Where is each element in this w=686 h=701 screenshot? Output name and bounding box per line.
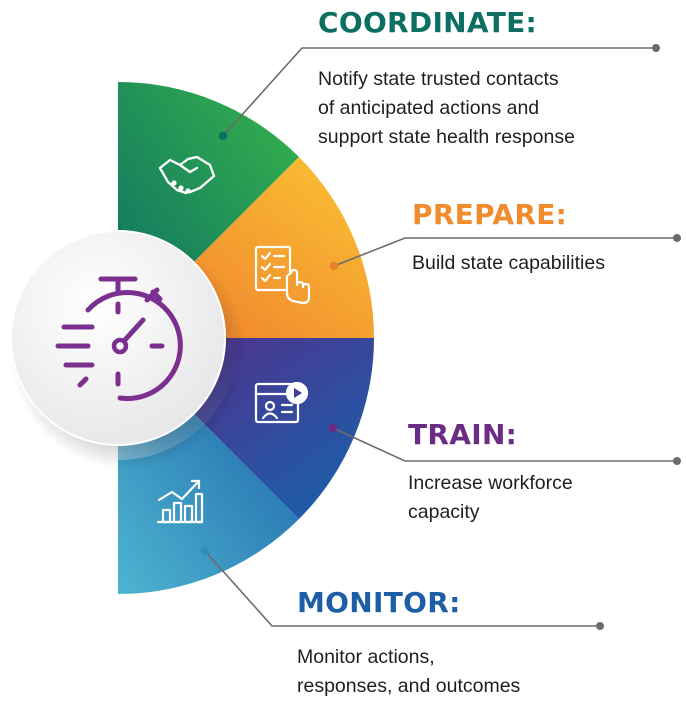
video-training-icon <box>254 381 309 424</box>
stopwatch-icon <box>55 276 183 401</box>
handshake-icon <box>158 155 216 195</box>
center-circle-rim <box>10 230 226 446</box>
train-title: TRAIN: <box>408 418 518 451</box>
coordinate-description: Notify state trusted contacts of anticip… <box>318 68 575 148</box>
monitor-connector <box>204 550 600 627</box>
prepare-connector <box>333 237 677 267</box>
monitor-section: MONITOR: Monitor actions, responses, and… <box>297 586 520 701</box>
monitor-title: MONITOR: <box>297 586 461 619</box>
prepare-section: PREPARE: Build state capabilities <box>412 198 605 278</box>
checklist-icon <box>254 245 311 305</box>
monitor-description: Monitor actions, responses, and outcomes <box>297 646 521 697</box>
coordinate-title: COORDINATE: <box>318 6 538 39</box>
train-section: TRAIN: Increase workforce capacity <box>408 418 573 527</box>
coordinate-connector <box>222 47 656 137</box>
prepare-title: PREPARE: <box>412 198 568 231</box>
connector-dots <box>200 44 681 630</box>
connectors <box>204 47 677 627</box>
coordinate-section: COORDINATE: Notify state trusted contact… <box>318 6 575 152</box>
train-description: Increase workforce capacity <box>408 472 573 523</box>
train-connector <box>332 427 677 462</box>
prepare-description: Build state capabilities <box>412 252 605 274</box>
growth-chart-icon <box>156 479 204 524</box>
